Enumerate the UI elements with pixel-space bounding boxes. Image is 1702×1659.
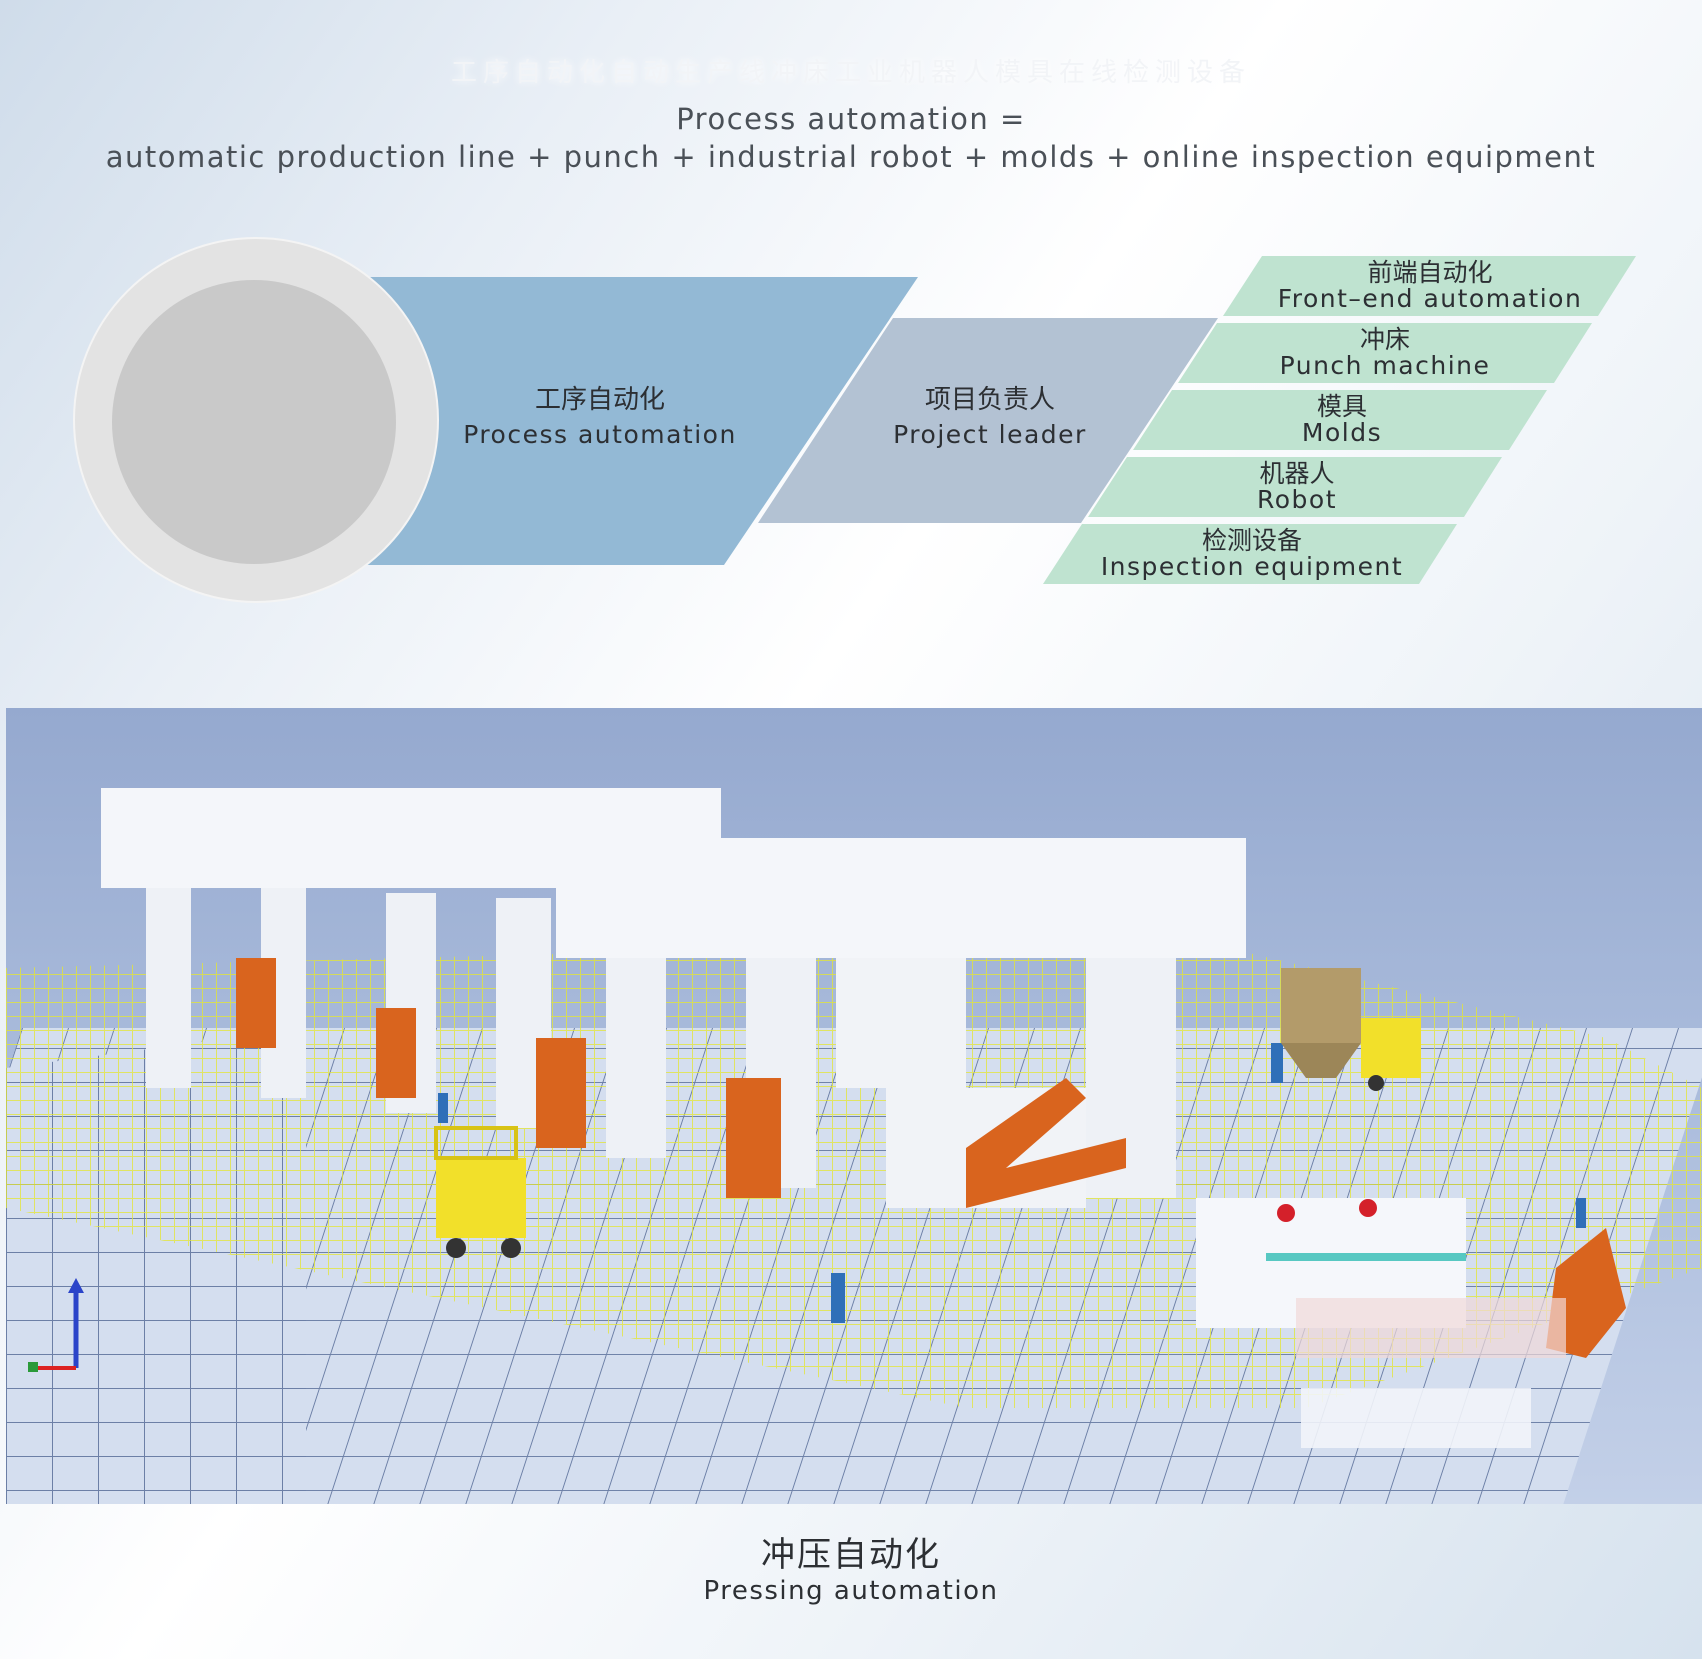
item-4-cn: 机器人: [1259, 459, 1335, 488]
circle-inner: [112, 280, 396, 564]
item-5-en: Inspection equipment: [1100, 552, 1404, 581]
caption-en: Pressing automation: [703, 1576, 999, 1606]
item-label-3: 模具 Molds: [1152, 394, 1532, 446]
item-bar-1: [1223, 256, 1636, 316]
item-4-en: Robot: [1256, 485, 1337, 514]
item-3-en: Molds: [1301, 418, 1383, 447]
headline-line-1: Process automation =: [676, 102, 1026, 136]
headline-line-2: automatic production line + punch + indu…: [105, 140, 1597, 174]
process-cn: 工序自动化: [534, 385, 665, 415]
item-label-5: 检测设备 Inspection equipment: [1062, 528, 1442, 580]
inspection-station: [1196, 1198, 1566, 1358]
item-label-1: 前端自动化 Front–end automation: [1240, 260, 1620, 312]
process-diagram: 工序自动化 Process automation 项目负责人 Project l…: [0, 230, 1702, 610]
item-1-cn: 前端自动化: [1367, 258, 1493, 287]
process-label: 工序自动化 Process automation: [430, 385, 770, 449]
forklift-left: [434, 1126, 526, 1258]
item-bar-4: [1088, 457, 1502, 517]
item-label-4: 机器人 Robot: [1107, 461, 1487, 513]
illustration-caption: 冲压自动化 Pressing automation: [0, 1535, 1702, 1607]
item-label-2: 冲床 Punch machine: [1195, 327, 1575, 379]
item-1-en: Front–end automation: [1277, 284, 1583, 313]
forklift-right: [1361, 1018, 1421, 1091]
workers: [438, 1043, 1586, 1323]
process-en: Process automation: [463, 420, 737, 449]
press-machines: [101, 788, 1246, 1208]
axis-indicator-icon: [28, 1278, 84, 1372]
item-5-cn: 检测设备: [1201, 526, 1302, 555]
leader-parallelogram: [758, 318, 1218, 523]
item-2-en: Punch machine: [1279, 351, 1491, 380]
item-2-cn: 冲床: [1359, 325, 1410, 354]
circle-ring-edge: [73, 237, 439, 603]
leader-label: 项目负责人 Project leader: [860, 385, 1120, 449]
caption-cn: 冲压自动化: [761, 1535, 941, 1575]
item-bar-5: [1043, 524, 1457, 584]
diagram-shapes: [73, 237, 1636, 603]
item-bar-2: [1178, 323, 1592, 383]
platform-right: [1301, 1388, 1531, 1448]
hopper: [1281, 968, 1361, 1078]
faded-chinese-title: 工序自动化自动生产线冲床工业机器人模具在线检测设备: [450, 58, 1251, 88]
leader-cn: 项目负责人: [924, 385, 1055, 415]
item-3-cn: 模具: [1316, 392, 1367, 421]
pressing-line-illustration: [6, 708, 1702, 1504]
item-bar-3: [1133, 390, 1547, 450]
leader-en: Project leader: [893, 420, 1087, 449]
